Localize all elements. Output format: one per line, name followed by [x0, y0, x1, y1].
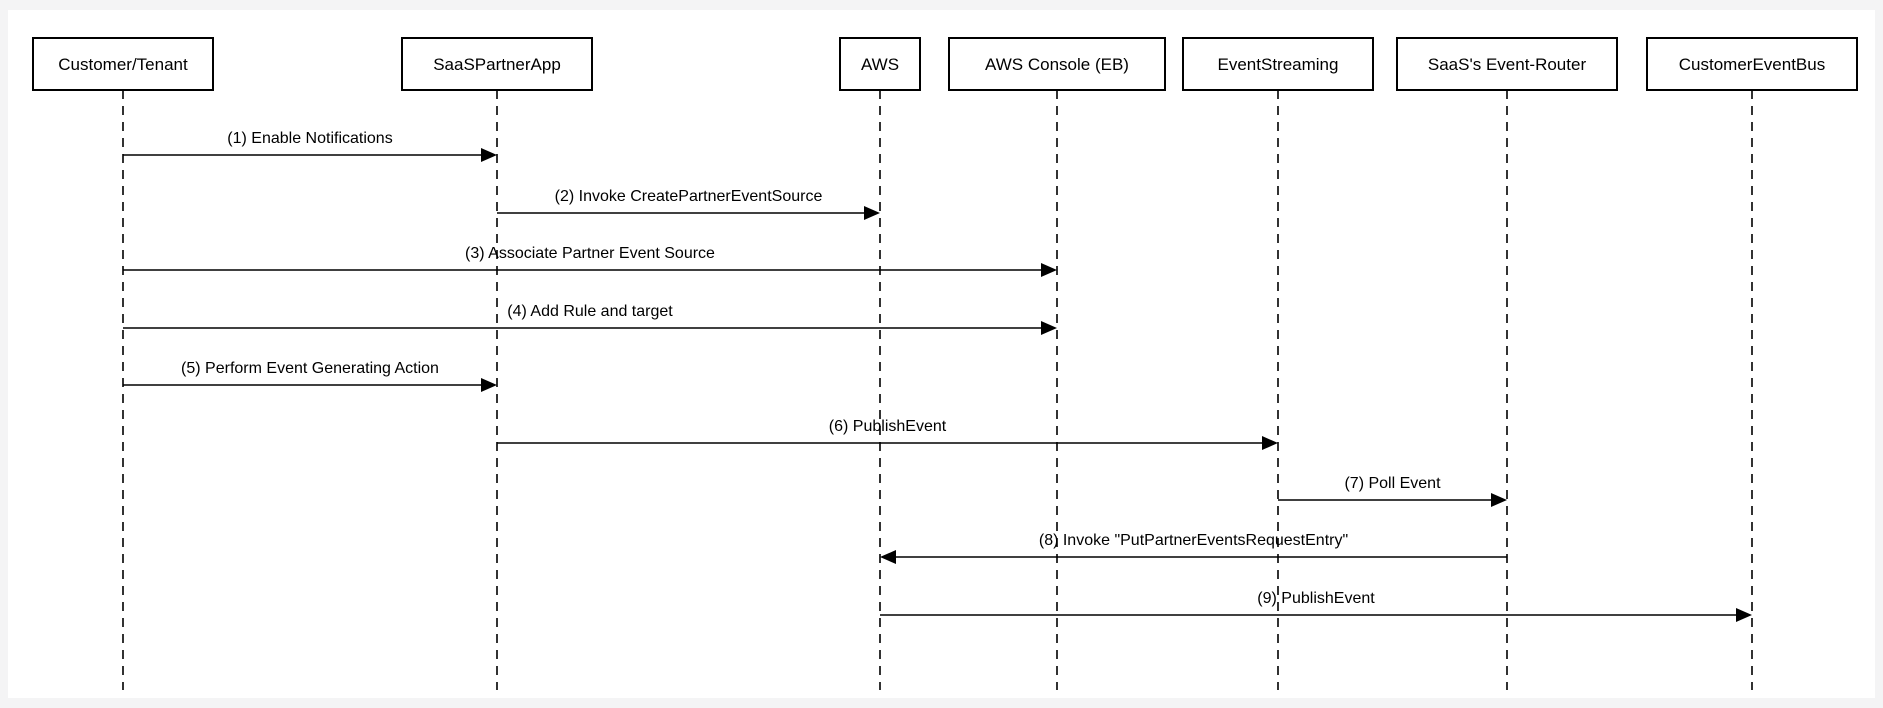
arrowhead-icon [864, 206, 880, 220]
message-1: (1) Enable Notifications [123, 130, 497, 162]
message-5: (5) Perform Event Generating Action [123, 360, 497, 392]
participant-box [401, 37, 593, 91]
participant-aws: AWS [839, 37, 921, 91]
arrowhead-icon [1041, 321, 1057, 335]
participant-boxes: Customer/Tenant SaaSPartnerApp AWS AWS Cons… [32, 37, 1858, 91]
message-label: (6) PublishEvent [829, 418, 947, 435]
message-6: (6) PublishEvent [497, 418, 1278, 450]
message-label: (2) Invoke CreatePartnerEventSource [555, 188, 823, 205]
participant-console: AWS Console (EB) [948, 37, 1166, 91]
arrowhead-icon [1736, 608, 1752, 622]
participant-label: Customer/Tenant [58, 55, 188, 74]
message-label: (5) Perform Event Generating Action [181, 360, 439, 377]
message-label: (9) PublishEvent [1257, 590, 1375, 607]
participant-label: SaaSPartnerApp [433, 55, 561, 74]
message-3: (3) Associate Partner Event Source [123, 245, 1057, 277]
message-label: (4) Add Rule and target [507, 303, 673, 320]
participant-label: CustomerEventBus [1679, 55, 1825, 74]
participant-box [32, 37, 214, 91]
arrowhead-icon [481, 378, 497, 392]
diagram-frame [8, 10, 1875, 698]
arrowhead-icon [481, 148, 497, 162]
message-label: (3) Associate Partner Event Source [465, 245, 715, 262]
arrowhead-icon [880, 550, 896, 564]
message-7: (7) Poll Event [1278, 475, 1507, 507]
message-2: (2) Invoke CreatePartnerEventSource [497, 188, 880, 220]
participant-box [948, 37, 1166, 91]
message-9: (9) PublishEvent [880, 590, 1752, 622]
participant-box [1646, 37, 1858, 91]
lifelines [122, 90, 1753, 690]
participant-box [839, 37, 921, 91]
participant-streaming: EventStreaming [1182, 37, 1374, 91]
participant-label: AWS [861, 55, 899, 74]
arrowhead-icon [1262, 436, 1278, 450]
arrowhead-icon [1491, 493, 1507, 507]
message-8: (8) Invoke "PutPartnerEventsRequestEntry… [880, 532, 1507, 564]
participant-box [1182, 37, 1374, 91]
message-label: (1) Enable Notifications [227, 130, 392, 147]
participant-bus: CustomerEventBus [1646, 37, 1858, 91]
participant-box [1396, 37, 1618, 91]
message-label: (8) Invoke "PutPartnerEventsRequestEntry… [1039, 532, 1348, 549]
message-label: (7) Poll Event [1344, 475, 1441, 492]
participant-customer: Customer/Tenant [32, 37, 214, 91]
participant-label: EventStreaming [1218, 55, 1339, 74]
participant-router: SaaS's Event-Router [1396, 37, 1618, 91]
participant-label: AWS Console (EB) [985, 55, 1129, 74]
participant-saas: SaaSPartnerApp [401, 37, 593, 91]
message-4: (4) Add Rule and target [123, 303, 1057, 335]
messages: (1) Enable Notifications (2) Invoke Creat… [123, 130, 1752, 622]
participant-label: SaaS's Event-Router [1428, 55, 1587, 74]
arrowhead-icon [1041, 263, 1057, 277]
